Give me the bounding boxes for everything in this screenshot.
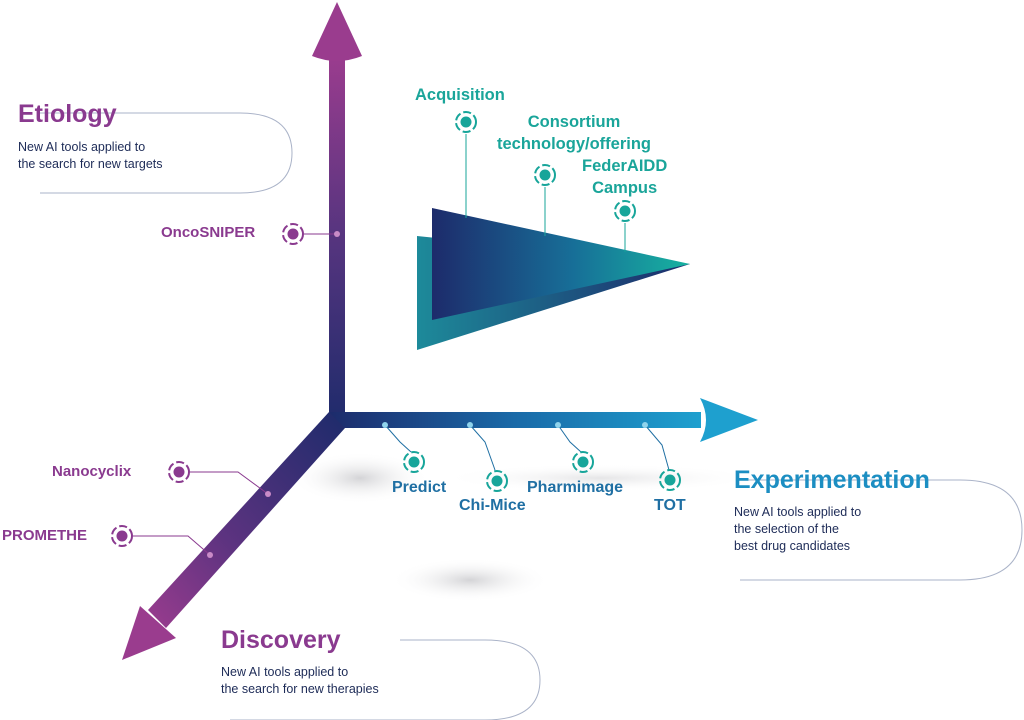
shadow-blob — [390, 558, 550, 602]
etiology-arrowhead — [312, 2, 362, 61]
marker-predict — [382, 422, 425, 473]
platform-label-consortium: Consortium technology/offering — [497, 113, 651, 153]
shadow-blob — [290, 452, 430, 504]
shadow-blob — [440, 464, 760, 492]
platform-marker-federaidd — [614, 200, 636, 252]
marker-tot — [642, 422, 681, 491]
tool-label-predict: Predict — [392, 479, 447, 496]
platform-label-acquisition: Acquisition — [415, 86, 505, 104]
experimentation-title: Experimentation — [734, 466, 930, 494]
etiology-title: Etiology — [18, 100, 117, 128]
platform-marker-consortium — [534, 164, 556, 236]
etiology-description: New AI tools applied to the search for n… — [18, 140, 163, 171]
etiology-connector — [40, 112, 293, 194]
tool-label-pharmimage: Pharmimage — [527, 479, 624, 496]
tool-label-tot: TOT — [654, 497, 686, 514]
tool-label-oncosniper: OncoSNIPER — [161, 224, 256, 241]
experimentation-arrowhead — [700, 398, 758, 442]
tool-label-nanocyclix: Nanocyclix — [52, 463, 132, 480]
marker-chi-mice — [467, 422, 508, 492]
experimentation-axis — [329, 412, 701, 428]
tool-label-promethe: PROMETHE — [2, 527, 88, 544]
discovery-connector — [230, 639, 541, 720]
marker-nanocyclix — [168, 461, 271, 497]
platform-marker-acquisition — [455, 111, 477, 218]
marker-oncosniper — [282, 223, 340, 245]
platform-label-federaidd: FederAIDD Campus — [582, 157, 668, 197]
discovery-description: New AI tools applied to the search for n… — [221, 665, 379, 696]
discovery-title: Discovery — [221, 626, 341, 654]
discovery-axis — [148, 412, 345, 628]
platform-triangle-front — [432, 208, 690, 320]
discovery-arrowhead — [122, 606, 176, 660]
tool-label-chi-mice: Chi-Mice — [459, 497, 526, 514]
marker-pharmimage — [555, 422, 594, 473]
experimentation-description: New AI tools applied to the selection of… — [734, 505, 862, 553]
etiology-axis — [329, 58, 345, 428]
experimentation-connector — [740, 479, 1023, 581]
marker-promethe — [111, 525, 213, 558]
